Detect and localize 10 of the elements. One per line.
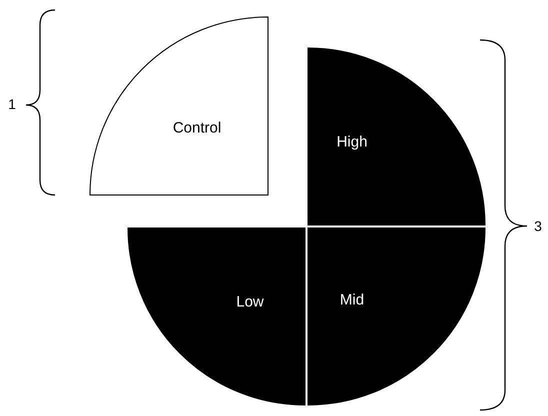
- quarter-circle-sector: [90, 17, 268, 195]
- quarter-circle-sector: [308, 228, 485, 405]
- quarter-circle-sector: [128, 228, 305, 405]
- brace-label: 3: [534, 218, 542, 234]
- brace-label: 1: [8, 96, 16, 112]
- sector-label: Control: [172, 120, 222, 136]
- quarter-circle-sector: [308, 48, 485, 225]
- sector-label: High: [336, 134, 368, 150]
- sector-label: Mid: [340, 292, 364, 308]
- sector-label: Low: [236, 294, 264, 310]
